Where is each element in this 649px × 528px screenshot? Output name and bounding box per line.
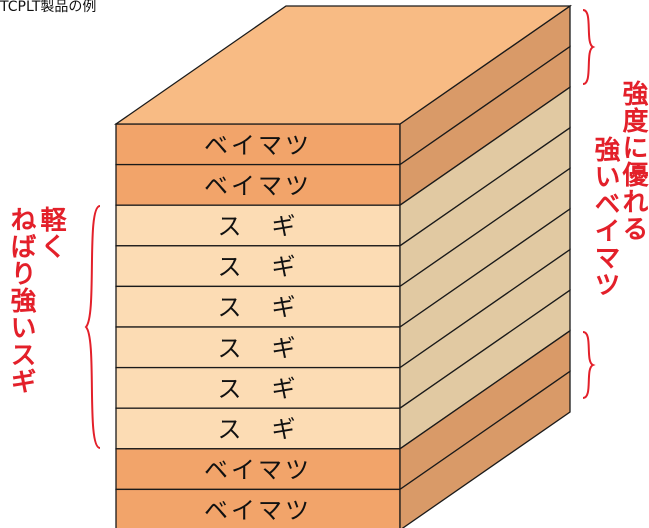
left-brace: [84, 205, 101, 449]
layer-front-face: [115, 448, 401, 491]
layer-2: ベイマツ: [115, 45, 571, 207]
layer-label: ス ギ: [218, 213, 299, 241]
right-top-brace: [582, 9, 596, 85]
layer-9: ベイマツ: [115, 329, 571, 491]
layer-front-face: [115, 326, 401, 369]
layer-label: ス ギ: [218, 416, 299, 444]
layer-label: ス ギ: [218, 375, 299, 403]
layer-label: ベイマツ: [204, 497, 312, 525]
layer-label: ス ギ: [218, 334, 299, 362]
layer-front-face: [115, 366, 401, 409]
layer-front-face: [115, 245, 401, 288]
layer-10: ベイマツ: [115, 370, 571, 528]
left-annotation-line2: ねばり強いスギ: [6, 206, 36, 395]
layer-front-face: [115, 163, 401, 206]
layer-1: ベイマツ: [115, 4, 571, 166]
block-top-face: [113, 5, 573, 125]
figure-caption: TCPLT製品の例: [0, 0, 97, 15]
layer-4: ス ギ: [115, 126, 571, 288]
layer-8: ス ギ: [115, 288, 571, 451]
layer-front-face: [115, 285, 401, 328]
layer-label: ベイマツ: [204, 131, 312, 159]
right-annotation-line1: 強度に優れる: [618, 80, 648, 242]
layer-front-face: [115, 488, 401, 528]
layer-front-face: [115, 407, 401, 450]
layer-label: ス ギ: [218, 294, 299, 322]
layer-6: ス ギ: [115, 207, 571, 369]
layer-label: ベイマツ: [204, 456, 312, 484]
layer-label: ベイマツ: [204, 172, 312, 200]
layer-label: ス ギ: [218, 253, 299, 281]
layer-side-face: [399, 370, 571, 528]
left-annotation-line1: 軽く: [36, 206, 66, 260]
layer-7: ス ギ: [115, 248, 571, 410]
right-bottom-brace: [582, 331, 596, 399]
right-annotation-line2: 強いベイマツ: [590, 136, 620, 298]
